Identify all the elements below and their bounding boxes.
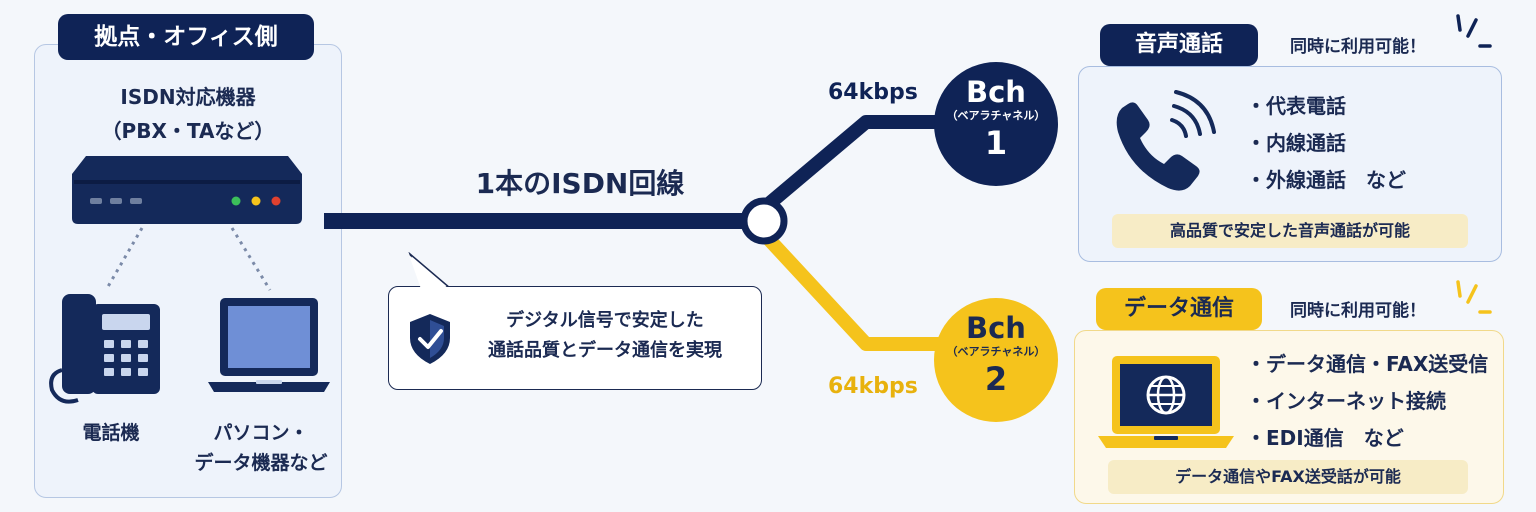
router-icon <box>72 156 302 224</box>
b2-branch-line <box>758 229 968 351</box>
pc-label-line-1: パソコン・ <box>213 422 309 444</box>
data-item: ・データ通信・FAX送受信 <box>1246 352 1489 376</box>
globe-laptop-icon <box>1098 356 1234 448</box>
data-note: データ通信やFAX送受話が可能 <box>1108 460 1468 494</box>
burst-marks-voice <box>1456 14 1492 48</box>
site-panel <box>34 44 342 498</box>
device-title-main: ISDN対応機器 <box>120 85 256 109</box>
split-node <box>740 197 788 245</box>
callout-line-1: デジタル信号で安定した <box>506 310 704 331</box>
phone-label: 電話機 <box>82 422 140 444</box>
b1-circle: Bch （ベアラチャネル） 1 <box>934 62 1058 186</box>
b1-number: 1 <box>984 124 1008 162</box>
b1-label: Bch <box>966 75 1026 109</box>
data-item: ・EDI通信 など <box>1246 426 1404 450</box>
laptop-icon <box>208 298 330 392</box>
data-title: データ通信 <box>1096 288 1262 330</box>
data-simultaneous: 同時に利用可能！ <box>1290 301 1426 321</box>
voice-simultaneous: 同時に利用可能！ <box>1290 37 1426 57</box>
b2-sub: （ベアラチャネル） <box>946 345 1046 358</box>
callout-line-2: 通話品質とデータ通信を実現 <box>488 340 722 361</box>
callout-box <box>388 286 762 390</box>
data-item: ・インターネット接続 <box>1246 389 1446 413</box>
site-title: 拠点・オフィス側 <box>58 14 314 60</box>
voice-item: ・内線通話 <box>1246 131 1346 155</box>
voice-title: 音声通話 <box>1100 24 1258 66</box>
shield-check-icon <box>410 314 450 364</box>
voice-items: ・代表電話 ・内線通話 ・外線通話 など <box>1246 88 1406 199</box>
b2-label: Bch <box>966 311 1026 345</box>
line-label: 1本のISDN回線 <box>475 167 685 200</box>
callout-text: デジタル信号で安定した 通話品質とデータ通信を実現 <box>462 306 748 366</box>
device-title: ISDN対応機器 （PBX・TAなど） <box>34 80 342 148</box>
voice-item: ・代表電話 <box>1246 94 1346 118</box>
data-items: ・データ通信・FAX送受信 ・インターネット接続 ・EDI通信 など <box>1246 346 1488 457</box>
b1-speed: 64kbps <box>828 80 918 105</box>
b2-circle: Bch （ベアラチャネル） 2 <box>934 298 1058 422</box>
b2-speed: 64kbps <box>828 374 918 399</box>
b2-number: 2 <box>984 360 1008 398</box>
callout-tail-cover <box>409 255 452 290</box>
b1-sub: （ベアラチャネル） <box>946 109 1046 122</box>
handset-icon <box>1116 90 1216 191</box>
pc-label-line-2: データ機器など <box>194 452 328 474</box>
desk-phone-icon <box>49 294 160 404</box>
burst-marks-data <box>1456 280 1492 314</box>
pc-label: パソコン・ データ機器など <box>186 418 336 478</box>
voice-item: ・外線通話 など <box>1246 168 1406 192</box>
device-title-sub: （PBX・TAなど） <box>101 119 275 143</box>
voice-note: 高品質で安定した音声通話が可能 <box>1112 214 1468 248</box>
